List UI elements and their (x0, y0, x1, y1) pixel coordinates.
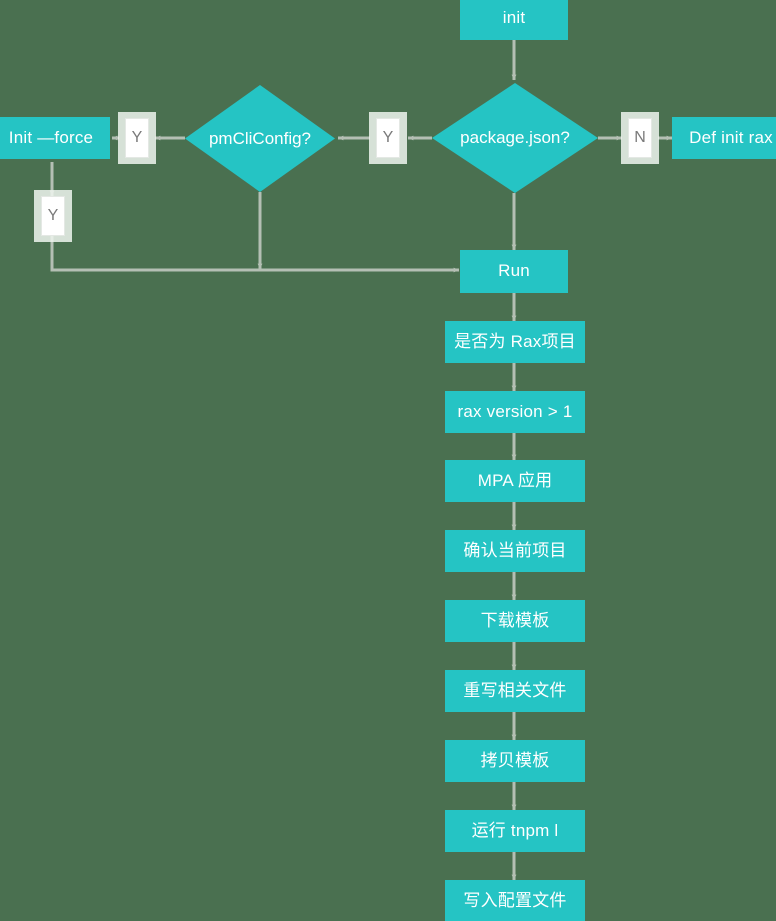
node-confirm-project[interactable]: 确认当前项目 (445, 530, 585, 572)
node-copy-template-label: 拷贝模板 (480, 750, 550, 770)
node-write-config-label: 写入配置文件 (463, 890, 567, 910)
edge-label-initforce-to-run: Y (41, 196, 65, 236)
edge-label-text: N (634, 129, 646, 146)
node-copy-template[interactable]: 拷贝模板 (445, 740, 585, 782)
node-mpa-app[interactable]: MPA 应用 (445, 460, 585, 502)
node-rax-version[interactable]: rax version > 1 (445, 391, 585, 433)
edge-label-pmcli-to-initforce: Y (125, 118, 149, 158)
edge-label-text: Y (47, 207, 59, 224)
edge-label-text: Y (131, 129, 143, 146)
edge-label-text: Y (382, 129, 394, 146)
node-init[interactable]: init (460, 0, 568, 40)
node-rewrite-files-label: 重写相关文件 (463, 680, 567, 700)
node-run-tnpm-label: 运行 tnpm l (471, 820, 559, 840)
node-def-init-rax[interactable]: Def init rax (672, 117, 776, 159)
node-download-template-label: 下载模板 (480, 610, 550, 630)
node-mpa-app-label: MPA 应用 (477, 470, 553, 490)
node-is-rax-project-label: 是否为 Rax项目 (454, 331, 576, 351)
node-init-force-label: Init —force (8, 127, 94, 147)
edge-label-package-to-pmcli: Y (376, 118, 400, 158)
node-pmcliconfig[interactable]: pmCliConfig? (185, 85, 335, 192)
node-package-json-label: package.json? (460, 128, 570, 147)
node-init-force[interactable]: Init —force (0, 117, 110, 159)
node-def-init-rax-label: Def init rax (689, 127, 773, 147)
node-package-json[interactable]: package.json? (432, 83, 598, 193)
node-run-tnpm[interactable]: 运行 tnpm l (445, 810, 585, 852)
node-rewrite-files[interactable]: 重写相关文件 (445, 670, 585, 712)
node-rax-version-label: rax version > 1 (457, 401, 573, 421)
node-write-config[interactable]: 写入配置文件 (445, 880, 585, 921)
node-pmcliconfig-label: pmCliConfig? (208, 128, 312, 148)
edge-label-package-to-def: N (628, 118, 652, 158)
node-is-rax-project[interactable]: 是否为 Rax项目 (445, 321, 585, 363)
node-run[interactable]: Run (460, 250, 568, 293)
node-download-template[interactable]: 下载模板 (445, 600, 585, 642)
node-run-label: Run (498, 261, 530, 281)
node-init-label: init (502, 7, 526, 27)
node-confirm-project-label: 确认当前项目 (463, 540, 567, 560)
